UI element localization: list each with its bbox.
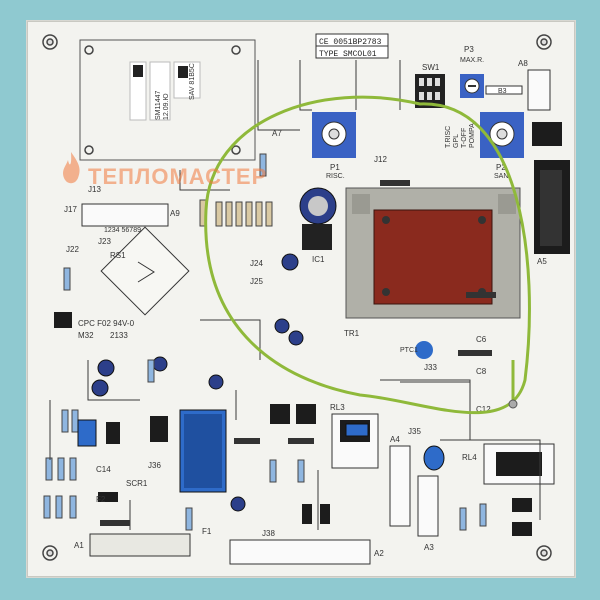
ptc1-label: PTC1: [400, 347, 418, 354]
pcb-marking-label: CPC F02 94V-0: [78, 319, 135, 328]
j30-label: J33: [424, 363, 437, 372]
j37-label: J38: [262, 529, 275, 538]
film-caps: [77, 419, 445, 471]
a2-label: A2: [374, 549, 384, 558]
ptc1: PTC1: [400, 341, 433, 359]
sticker-line3: SAV 81B5C: [189, 63, 196, 100]
a4-label: A4: [390, 435, 400, 444]
resistors-scattered: [43, 153, 487, 531]
p1-sub-label: RISC.: [326, 173, 345, 180]
f1-label: F1: [202, 527, 212, 536]
connector-a2: A2: [229, 539, 384, 565]
watermark: ТЕПЛОМАСТЕР: [88, 164, 268, 189]
c6-label: C6: [476, 335, 487, 344]
a9-label: A9: [170, 209, 180, 218]
rs1-label: RS1: [110, 251, 126, 260]
connector-a3: A3: [417, 475, 439, 552]
ground-terminal: [508, 399, 518, 409]
c14-label: C14: [96, 465, 111, 474]
connector-a7: A8: [518, 59, 551, 111]
j25-label: J25: [250, 277, 263, 286]
pcb-marking-label2: M32: [78, 331, 94, 340]
a1-label: A1: [74, 541, 84, 550]
resistor-array: [199, 199, 273, 227]
cert-label: CE 0051BP2783: [319, 38, 382, 47]
rl4-label: RL4: [462, 453, 477, 462]
j12-label: J12: [374, 155, 387, 164]
silkscreen-traces: [49, 60, 541, 530]
j31-label: J35: [408, 427, 421, 436]
p3-label: P3: [464, 45, 474, 54]
ic1-label: IC1: [312, 255, 325, 264]
certification-box: CE 0051BP2783 TYPE SMCOL01: [315, 33, 389, 59]
f2-label: F2: [96, 495, 106, 504]
sw1-label: SW1: [422, 63, 440, 72]
rl3-label: RL3: [330, 403, 345, 412]
j13-label: J13: [88, 185, 101, 194]
sw1-label-toff: T-OFF: [461, 128, 468, 148]
p2-label: P2: [496, 163, 506, 172]
potentiometer-p1: P1 RISC.: [312, 112, 356, 180]
ground-wire: [204, 95, 531, 415]
potentiometer-p3: P3 MAX.R.: [460, 45, 484, 98]
sw1-label-pompa: POMPA: [469, 123, 476, 148]
scr1-label: SCR1: [126, 479, 148, 488]
transformer-tr1: TR1: [344, 187, 521, 338]
sticker-line1: SM11447: [155, 90, 162, 120]
j33-label: J36: [148, 461, 161, 470]
c12-label: C12: [476, 405, 491, 414]
p3-sub-label: MAX.R.: [460, 57, 484, 64]
sticker-line2: 12.09.Ю: [163, 93, 170, 120]
flame-icon: [63, 152, 80, 184]
c8-label: C8: [476, 367, 487, 376]
a7-label: A8: [518, 59, 528, 68]
j24-label: J24: [250, 259, 263, 268]
pcb-marking: CPC F02 94V-0 M32 2133: [78, 319, 135, 340]
p1-label: P1: [330, 163, 340, 172]
connector-a1: A1: [74, 533, 191, 557]
dip-switch: SW1 T.RISC GPL T-OFF POMPA: [415, 63, 476, 148]
resistor-b3: B3: [485, 85, 523, 95]
sw1-label-gpl: GPL: [453, 134, 460, 148]
connector-a4: A4: [389, 435, 411, 527]
sticker: SM11447 12.09.Ю SAV 81B5C: [129, 61, 201, 121]
sw1-label-triso: T.RISC: [445, 126, 452, 148]
mounting-holes: [42, 34, 552, 561]
type-label: TYPE SMCOL01: [319, 50, 377, 59]
capacitor-large: IC1: [299, 187, 337, 264]
a3-label: A3: [424, 543, 434, 552]
a5-label: A5: [537, 257, 547, 266]
relay-large: [179, 409, 227, 493]
p2-sub-label: SAN.: [494, 173, 510, 180]
connector-labels: J13 J22 J23 J24 J25 J12 J33 J35 J36 J38 …: [66, 129, 491, 538]
potentiometer-p2: P2 SAN.: [480, 112, 524, 180]
a8-label: A7: [272, 129, 282, 138]
small-ics: [54, 312, 532, 536]
capacitors-small: [91, 253, 304, 512]
j17-label: J17: [64, 205, 77, 214]
microcontroller: RS1: [100, 226, 190, 316]
j23-label: J23: [98, 237, 111, 246]
pcb-marking-label3: 2133: [110, 331, 128, 340]
j22-label: J22: [66, 245, 79, 254]
b3-label: B3: [498, 88, 507, 95]
tr1-label: TR1: [344, 329, 360, 338]
relay-rl4: RL4: [462, 443, 555, 485]
connector-a5: A5: [532, 122, 570, 266]
diodes: [100, 180, 496, 526]
j23-pins-label: 1234 56789: [104, 227, 141, 234]
connector-j17: A9 J17 1234 56789: [64, 203, 180, 234]
component-outline: [79, 39, 256, 161]
